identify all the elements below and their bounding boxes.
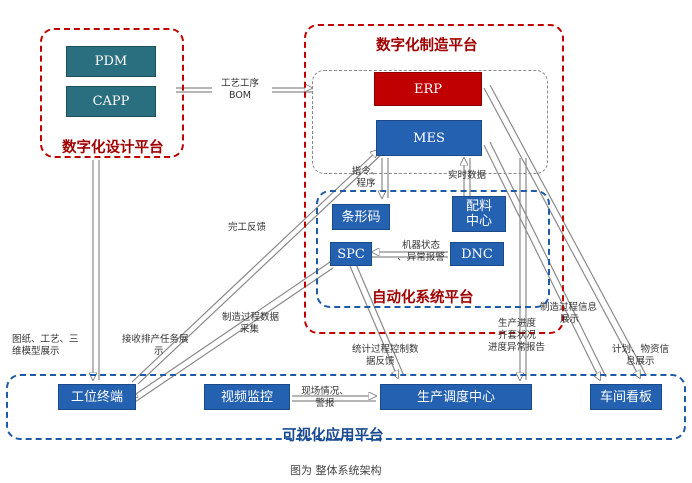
label-machine-status: 机器状态 、异常报警 [397, 240, 445, 263]
erp-node: ERP [374, 72, 482, 106]
arrow-spc-to-dispatch [349, 265, 398, 378]
dispatch-center-node: 生产调度中心 [380, 384, 532, 410]
label-instruction: 指令、 程序 [351, 166, 381, 189]
design-platform-title: 数字化设计平台 [62, 140, 164, 156]
video-monitoring-node: 视频监控 [204, 384, 290, 410]
label-spc-stats: 统计过程控制数 据反馈 [352, 344, 419, 367]
label-progress: 生产进度 齐套状况 进度异常报告 [488, 318, 546, 353]
manufacturing-platform-frame [304, 24, 564, 334]
erp-mes-group [312, 70, 548, 174]
label-drawings: 图纸、工艺、三 维模型展示 [12, 334, 79, 357]
pdm-node: PDM [66, 46, 156, 77]
arrow-completion-feedback [131, 150, 378, 383]
label-site-alarm: 现场情况、 警报 [301, 386, 349, 409]
visualization-platform-title: 可视化应用平台 [282, 428, 384, 444]
batching-center-node: 配料中心 [452, 196, 506, 232]
capp-node: CAPP [66, 86, 156, 117]
barcode-node: 条形码 [332, 204, 390, 230]
design-platform-frame [40, 28, 184, 158]
spc-node: SPC [330, 242, 372, 266]
label-plan-info: 计划、物资信 息展示 [612, 344, 670, 367]
mes-node: MES [376, 120, 482, 156]
visualization-platform-frame [6, 374, 686, 440]
label-completion-feedback: 完工反馈 [228, 222, 267, 233]
workstation-node: 工位终端 [58, 384, 136, 410]
manufacturing-platform-title: 数字化制造平台 [376, 38, 478, 54]
label-receive-tasks: 接收排产任务展 示 [122, 334, 189, 357]
label-process-bom: 工艺工序 BOM [220, 78, 259, 101]
label-mfg-info: 制造过程信息 展示 [540, 302, 598, 325]
figure-caption: 图为 整体系统架构 [290, 464, 382, 477]
automation-platform-frame [316, 190, 550, 308]
label-mfg-data: 制造过程数据 采集 [222, 312, 280, 335]
dnc-node: DNC [450, 242, 504, 266]
automation-platform-title: 自动化系统平台 [372, 290, 474, 306]
workshop-kanban-node: 车间看板 [590, 384, 662, 410]
label-realtime-data: 实时数据 [448, 170, 487, 181]
arrow-mes-to-kanban [483, 144, 600, 380]
